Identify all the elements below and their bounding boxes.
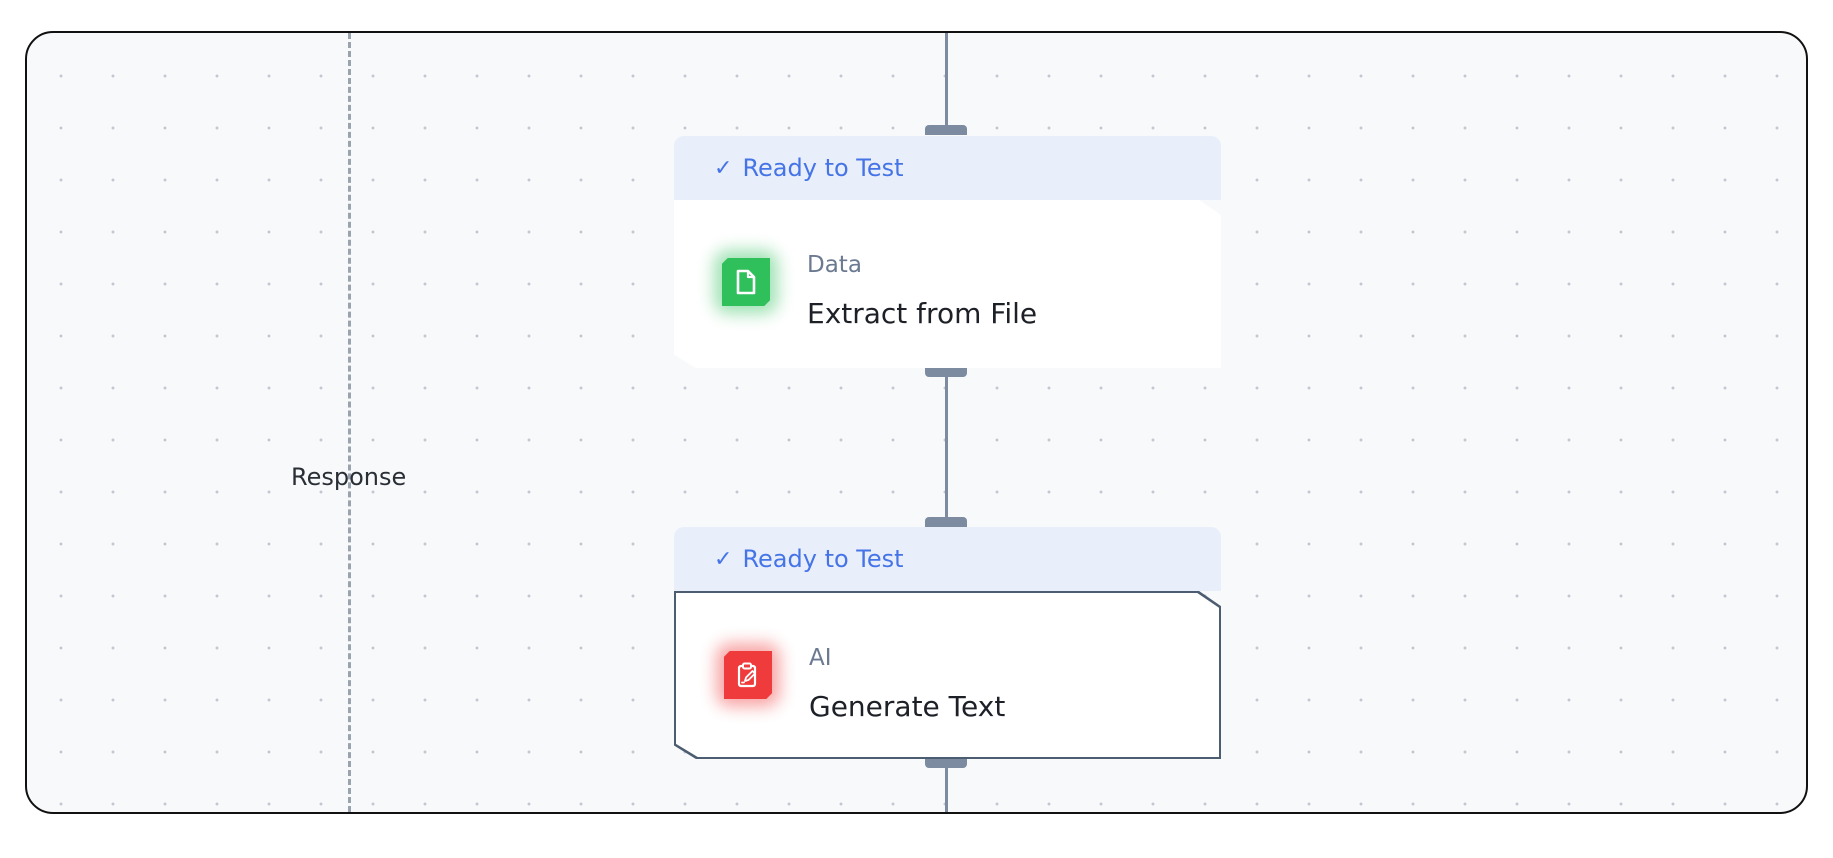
node-body-selected[interactable]: AI Generate Text — [674, 591, 1221, 759]
node-status-bar: ✓ Ready to Test — [674, 136, 1221, 200]
node-category: AI — [809, 645, 832, 671]
connector-line-top — [945, 33, 948, 129]
node-status-label: Ready to Test — [742, 154, 904, 182]
node-category: Data — [807, 252, 862, 278]
clipboard-edit-icon — [724, 651, 772, 699]
workflow-node-generate-text[interactable]: ✓ Ready to Test AI Generate Text — [674, 527, 1221, 759]
connector-line-bottom — [945, 766, 948, 812]
check-icon: ✓ — [714, 155, 733, 181]
lane-label: Response — [291, 463, 407, 491]
file-icon — [722, 258, 770, 306]
input-port[interactable] — [925, 125, 967, 135]
input-port[interactable] — [925, 517, 967, 527]
output-port[interactable] — [925, 367, 967, 377]
check-icon: ✓ — [714, 546, 733, 572]
node-title: Extract from File — [807, 297, 1038, 330]
node-status-bar: ✓ Ready to Test — [674, 527, 1221, 591]
node-body[interactable]: Data Extract from File — [674, 200, 1221, 368]
workflow-canvas[interactable]: Response ✓ Ready to Test Data Extract fr… — [25, 31, 1808, 814]
workflow-node-extract-from-file[interactable]: ✓ Ready to Test Data Extract from File — [674, 136, 1221, 368]
lane-divider — [348, 33, 351, 812]
connector-line-middle — [945, 375, 948, 517]
output-port[interactable] — [925, 758, 967, 768]
node-status-label: Ready to Test — [742, 545, 904, 573]
node-title: Generate Text — [809, 690, 1006, 723]
